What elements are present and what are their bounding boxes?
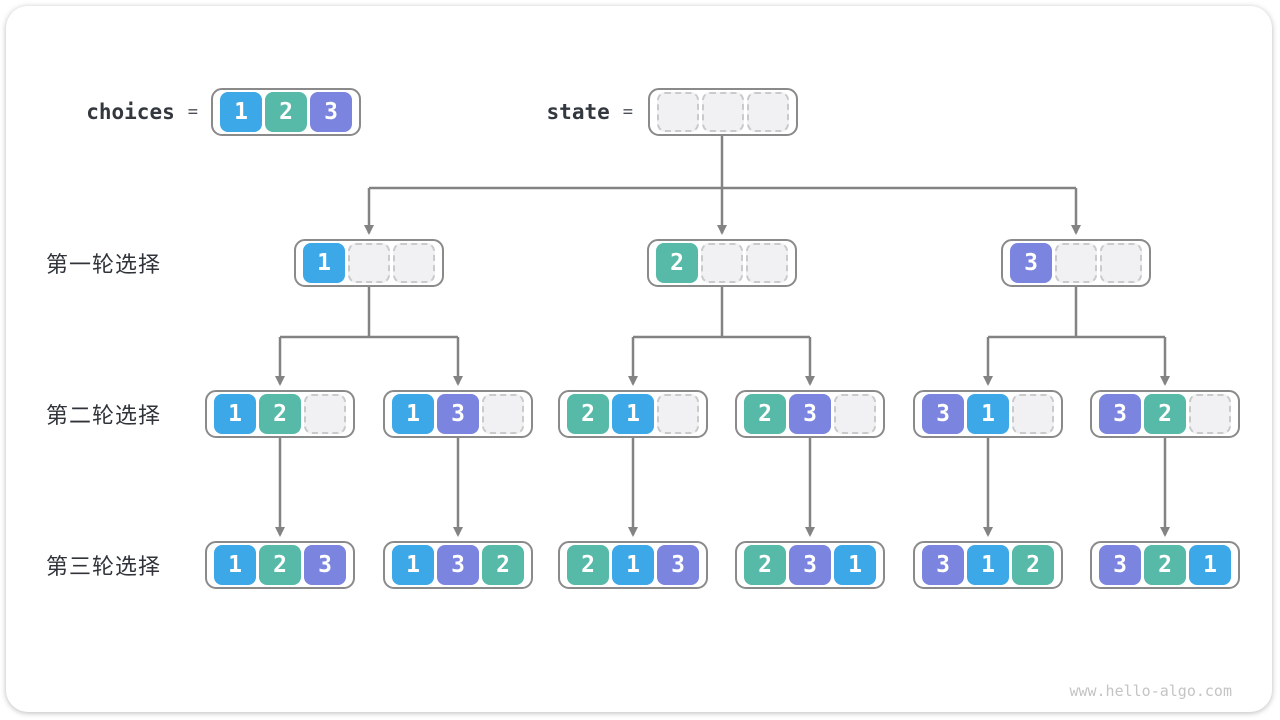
state-label: state = [547, 88, 633, 136]
value-cell-3: 3 [789, 394, 831, 434]
empty-cell [1100, 243, 1142, 283]
value-cell-3: 3 [437, 545, 479, 585]
state-array [648, 88, 798, 136]
state-equals-sign: = [622, 102, 633, 122]
round-3-label: 第三轮选择 [46, 554, 162, 579]
value-cell-2: 2 [744, 394, 786, 434]
empty-cell [746, 243, 788, 283]
choices-label: choices = [86, 88, 198, 136]
round-2-label: 第二轮选择 [46, 403, 162, 428]
value-cell-3: 3 [437, 394, 479, 434]
state-keyword: state [546, 100, 610, 124]
value-cell-2: 2 [744, 545, 786, 585]
value-cell-2: 2 [567, 545, 609, 585]
empty-cell [1189, 394, 1231, 434]
empty-cell [393, 243, 435, 283]
value-cell-1: 1 [214, 545, 256, 585]
empty-cell [1055, 243, 1097, 283]
empty-cell [701, 243, 743, 283]
choices-equals-sign: = [187, 102, 198, 122]
value-cell-2: 2 [265, 92, 307, 132]
value-cell-2: 2 [567, 394, 609, 434]
value-cell-1: 1 [834, 545, 876, 585]
value-cell-3: 3 [1099, 545, 1141, 585]
tree-node-round1-2: 2 [647, 239, 797, 287]
value-cell-3: 3 [1010, 243, 1052, 283]
empty-cell [747, 92, 789, 132]
value-cell-1: 1 [214, 394, 256, 434]
empty-cell [304, 394, 346, 434]
value-cell-2: 2 [259, 545, 301, 585]
value-cell-2: 2 [259, 394, 301, 434]
empty-cell [657, 394, 699, 434]
empty-cell [482, 394, 524, 434]
empty-cell [702, 92, 744, 132]
value-cell-2: 2 [1144, 545, 1186, 585]
tree-node-round1-3: 3 [1001, 239, 1151, 287]
value-cell-1: 1 [392, 394, 434, 434]
value-cell-1: 1 [612, 394, 654, 434]
value-cell-3: 3 [922, 394, 964, 434]
value-cell-1: 1 [220, 92, 262, 132]
value-cell-3: 3 [657, 545, 699, 585]
value-cell-2: 2 [1012, 545, 1054, 585]
value-cell-1: 1 [1189, 545, 1231, 585]
round-1-label: 第一轮选择 [46, 252, 162, 277]
value-cell-2: 2 [656, 243, 698, 283]
value-cell-1: 1 [392, 545, 434, 585]
watermark: www.hello-algo.com [1069, 682, 1232, 700]
value-cell-1: 1 [967, 545, 1009, 585]
empty-cell [1012, 394, 1054, 434]
empty-cell [657, 92, 699, 132]
value-cell-3: 3 [789, 545, 831, 585]
value-cell-3: 3 [922, 545, 964, 585]
value-cell-1: 1 [967, 394, 1009, 434]
value-cell-2: 2 [482, 545, 524, 585]
value-cell-2: 2 [1144, 394, 1186, 434]
tree-node-round1-1: 1 [294, 239, 444, 287]
value-cell-3: 3 [310, 92, 352, 132]
choices-keyword: choices [86, 100, 175, 124]
value-cell-1: 1 [303, 243, 345, 283]
empty-cell [834, 394, 876, 434]
value-cell-1: 1 [612, 545, 654, 585]
value-cell-3: 3 [1099, 394, 1141, 434]
empty-cell [348, 243, 390, 283]
value-cell-3: 3 [304, 545, 346, 585]
